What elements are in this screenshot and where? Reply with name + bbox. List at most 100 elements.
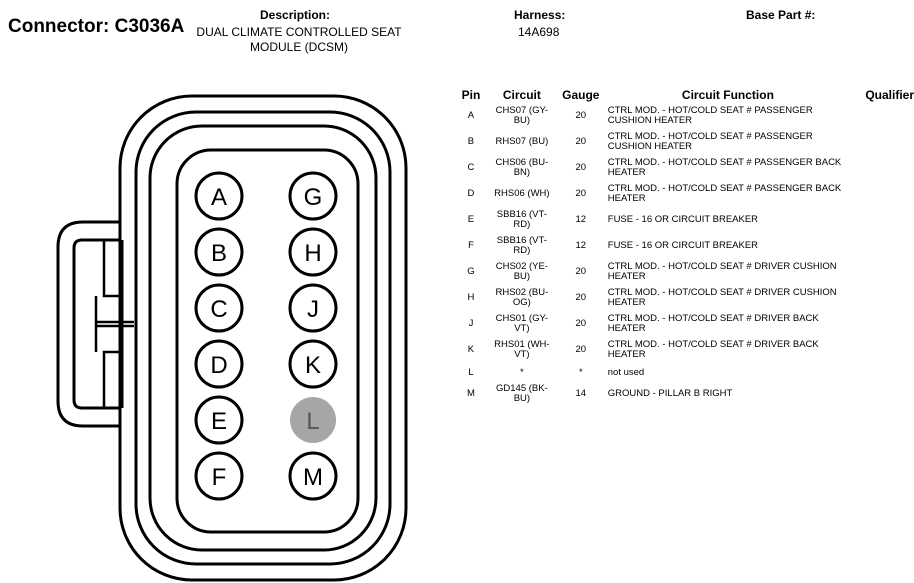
pin-l-label: L (306, 408, 319, 435)
cell-pin: M (467, 387, 475, 399)
pin-g-label: G (304, 184, 323, 211)
connector-housing-mid (134, 110, 392, 566)
cell-circuit: CHS01 (GY-VT) (495, 313, 549, 334)
pin-m-circle (288, 451, 338, 501)
cell-qualifier (848, 382, 914, 405)
pin-a-label: A (211, 184, 227, 211)
cell-function: FUSE - 16 OR CIRCUIT BREAKER (607, 214, 759, 225)
cell-circuit: GD145 (BK-BU) (496, 382, 548, 404)
latch-rib-inner (102, 240, 122, 408)
cell-gauge: 20 (575, 110, 587, 121)
table-header-row: Pin Circuit Gauge Circuit Function Quali… (456, 86, 914, 103)
cell-qualifier (848, 363, 914, 382)
pin-d: D (194, 339, 244, 389)
cell-qualifier (848, 233, 914, 259)
cell-pin: E (467, 214, 475, 225)
pin-e: E (194, 395, 244, 445)
pin-d-label: D (210, 352, 227, 379)
pin-c: C (194, 283, 244, 333)
pin-h: H (288, 227, 338, 277)
table-row: H RHS02 (BU-OG) 20 CTRL MOD. - HOT/COLD SEA… (456, 285, 914, 311)
cell-function: CTRL MOD. - HOT/COLD SEAT # DRIVER BACK … (607, 313, 819, 334)
header-circuit-function: Circuit Function (681, 87, 774, 102)
cell-gauge: 20 (575, 344, 587, 355)
cell-circuit: SBB16 (VT-RD) (496, 235, 547, 256)
base-part-label: Base Part #: (746, 8, 816, 22)
connector-pin-cavity (175, 148, 360, 534)
cell-function: CTRL MOD. - HOT/COLD SEAT # PASSENGER CU… (607, 105, 813, 126)
pin-b-circle (194, 227, 244, 277)
cell-circuit: RHS02 (BU-OG) (495, 287, 549, 308)
locking-tab (56, 220, 121, 428)
pin-g: G (288, 171, 338, 221)
header-circuit: Circuit (502, 87, 541, 102)
description-label: Description: (260, 8, 331, 22)
cell-pin: G (467, 266, 475, 277)
cell-function: CTRL MOD. - HOT/COLD SEAT # DRIVER CUSHI… (607, 261, 837, 282)
cell-pin: H (467, 292, 475, 303)
cell-qualifier (848, 311, 914, 337)
pin-k: K (288, 339, 338, 389)
pin-b-label: B (211, 240, 227, 267)
latch-step (94, 296, 134, 352)
pin-a-circle (194, 171, 244, 221)
cell-gauge: 12 (575, 240, 587, 251)
cell-function: GROUND - PILLAR B RIGHT (607, 387, 733, 399)
cell-qualifier (848, 285, 914, 311)
cell-circuit: CHS02 (YE-BU) (495, 261, 548, 282)
cell-function: CTRL MOD. - HOT/COLD SEAT # PASSENGER BA… (607, 183, 842, 204)
cell-qualifier (848, 337, 914, 363)
connector-housing-outer (118, 94, 408, 582)
pin-h-circle (288, 227, 338, 277)
cell-qualifier (848, 103, 914, 129)
cell-gauge: 20 (575, 318, 587, 329)
cell-pin: K (467, 344, 475, 355)
pin-d-circle (194, 339, 244, 389)
harness-value: 14A698 (518, 25, 560, 39)
cell-pin: J (468, 318, 474, 329)
cell-circuit: CHS07 (GY-BU) (495, 105, 549, 126)
cell-function: CTRL MOD. - HOT/COLD SEAT # DRIVER CUSHI… (607, 287, 837, 308)
cell-pin: D (467, 188, 475, 199)
cell-gauge: * (578, 366, 583, 378)
cell-circuit: RHS01 (WH-VT) (494, 339, 550, 360)
cell-gauge: 14 (575, 387, 587, 399)
header-gauge: Gauge (562, 87, 600, 102)
locking-tab-inner (72, 238, 121, 410)
table-row: J CHS01 (GY-VT) 20 CTRL MOD. - HOT/COLD SEA… (456, 311, 914, 337)
cell-qualifier (848, 259, 914, 285)
cell-circuit: RHS07 (BU) (495, 136, 549, 147)
cell-function: CTRL MOD. - HOT/COLD SEAT # PASSENGER BA… (607, 157, 842, 178)
cell-gauge: 20 (575, 292, 587, 303)
pin-c-circle (194, 283, 244, 333)
cell-function: CTRL MOD. - HOT/COLD SEAT # PASSENGER CU… (607, 131, 813, 152)
table-row: M GD145 (BK-BU) 14 GROUND - PILLAR B RIGHT (456, 382, 914, 405)
connector-housing-inner (148, 124, 378, 552)
header-qualifier: Qualifier (865, 87, 914, 102)
pin-j-label: J (307, 296, 319, 323)
connector-title: Connector: C3036A (8, 16, 185, 37)
cell-pin: C (467, 162, 475, 173)
pin-e-circle (194, 395, 244, 445)
pin-k-circle (288, 339, 338, 389)
cell-pin: L (468, 366, 474, 378)
cell-gauge: 12 (575, 214, 587, 225)
cell-circuit: CHS06 (BU-BN) (495, 157, 549, 178)
cell-circuit: * (520, 366, 524, 378)
pin-c-label: C (210, 296, 227, 323)
pin-f-circle (194, 451, 244, 501)
cell-pin: A (467, 110, 475, 121)
description-value: DUAL CLIMATE CONTROLLED SEAT MODULE (DCS… (196, 25, 402, 54)
pin-k-label: K (305, 352, 321, 379)
cell-qualifier (848, 181, 914, 207)
table-row: L**not used (456, 363, 914, 382)
table-row: A CHS07 (GY-BU) 20 CTRL MOD. - HOT/COLD SEA… (456, 103, 914, 129)
harness-label: Harness: (514, 8, 566, 22)
pin-f-label: F (212, 464, 227, 491)
